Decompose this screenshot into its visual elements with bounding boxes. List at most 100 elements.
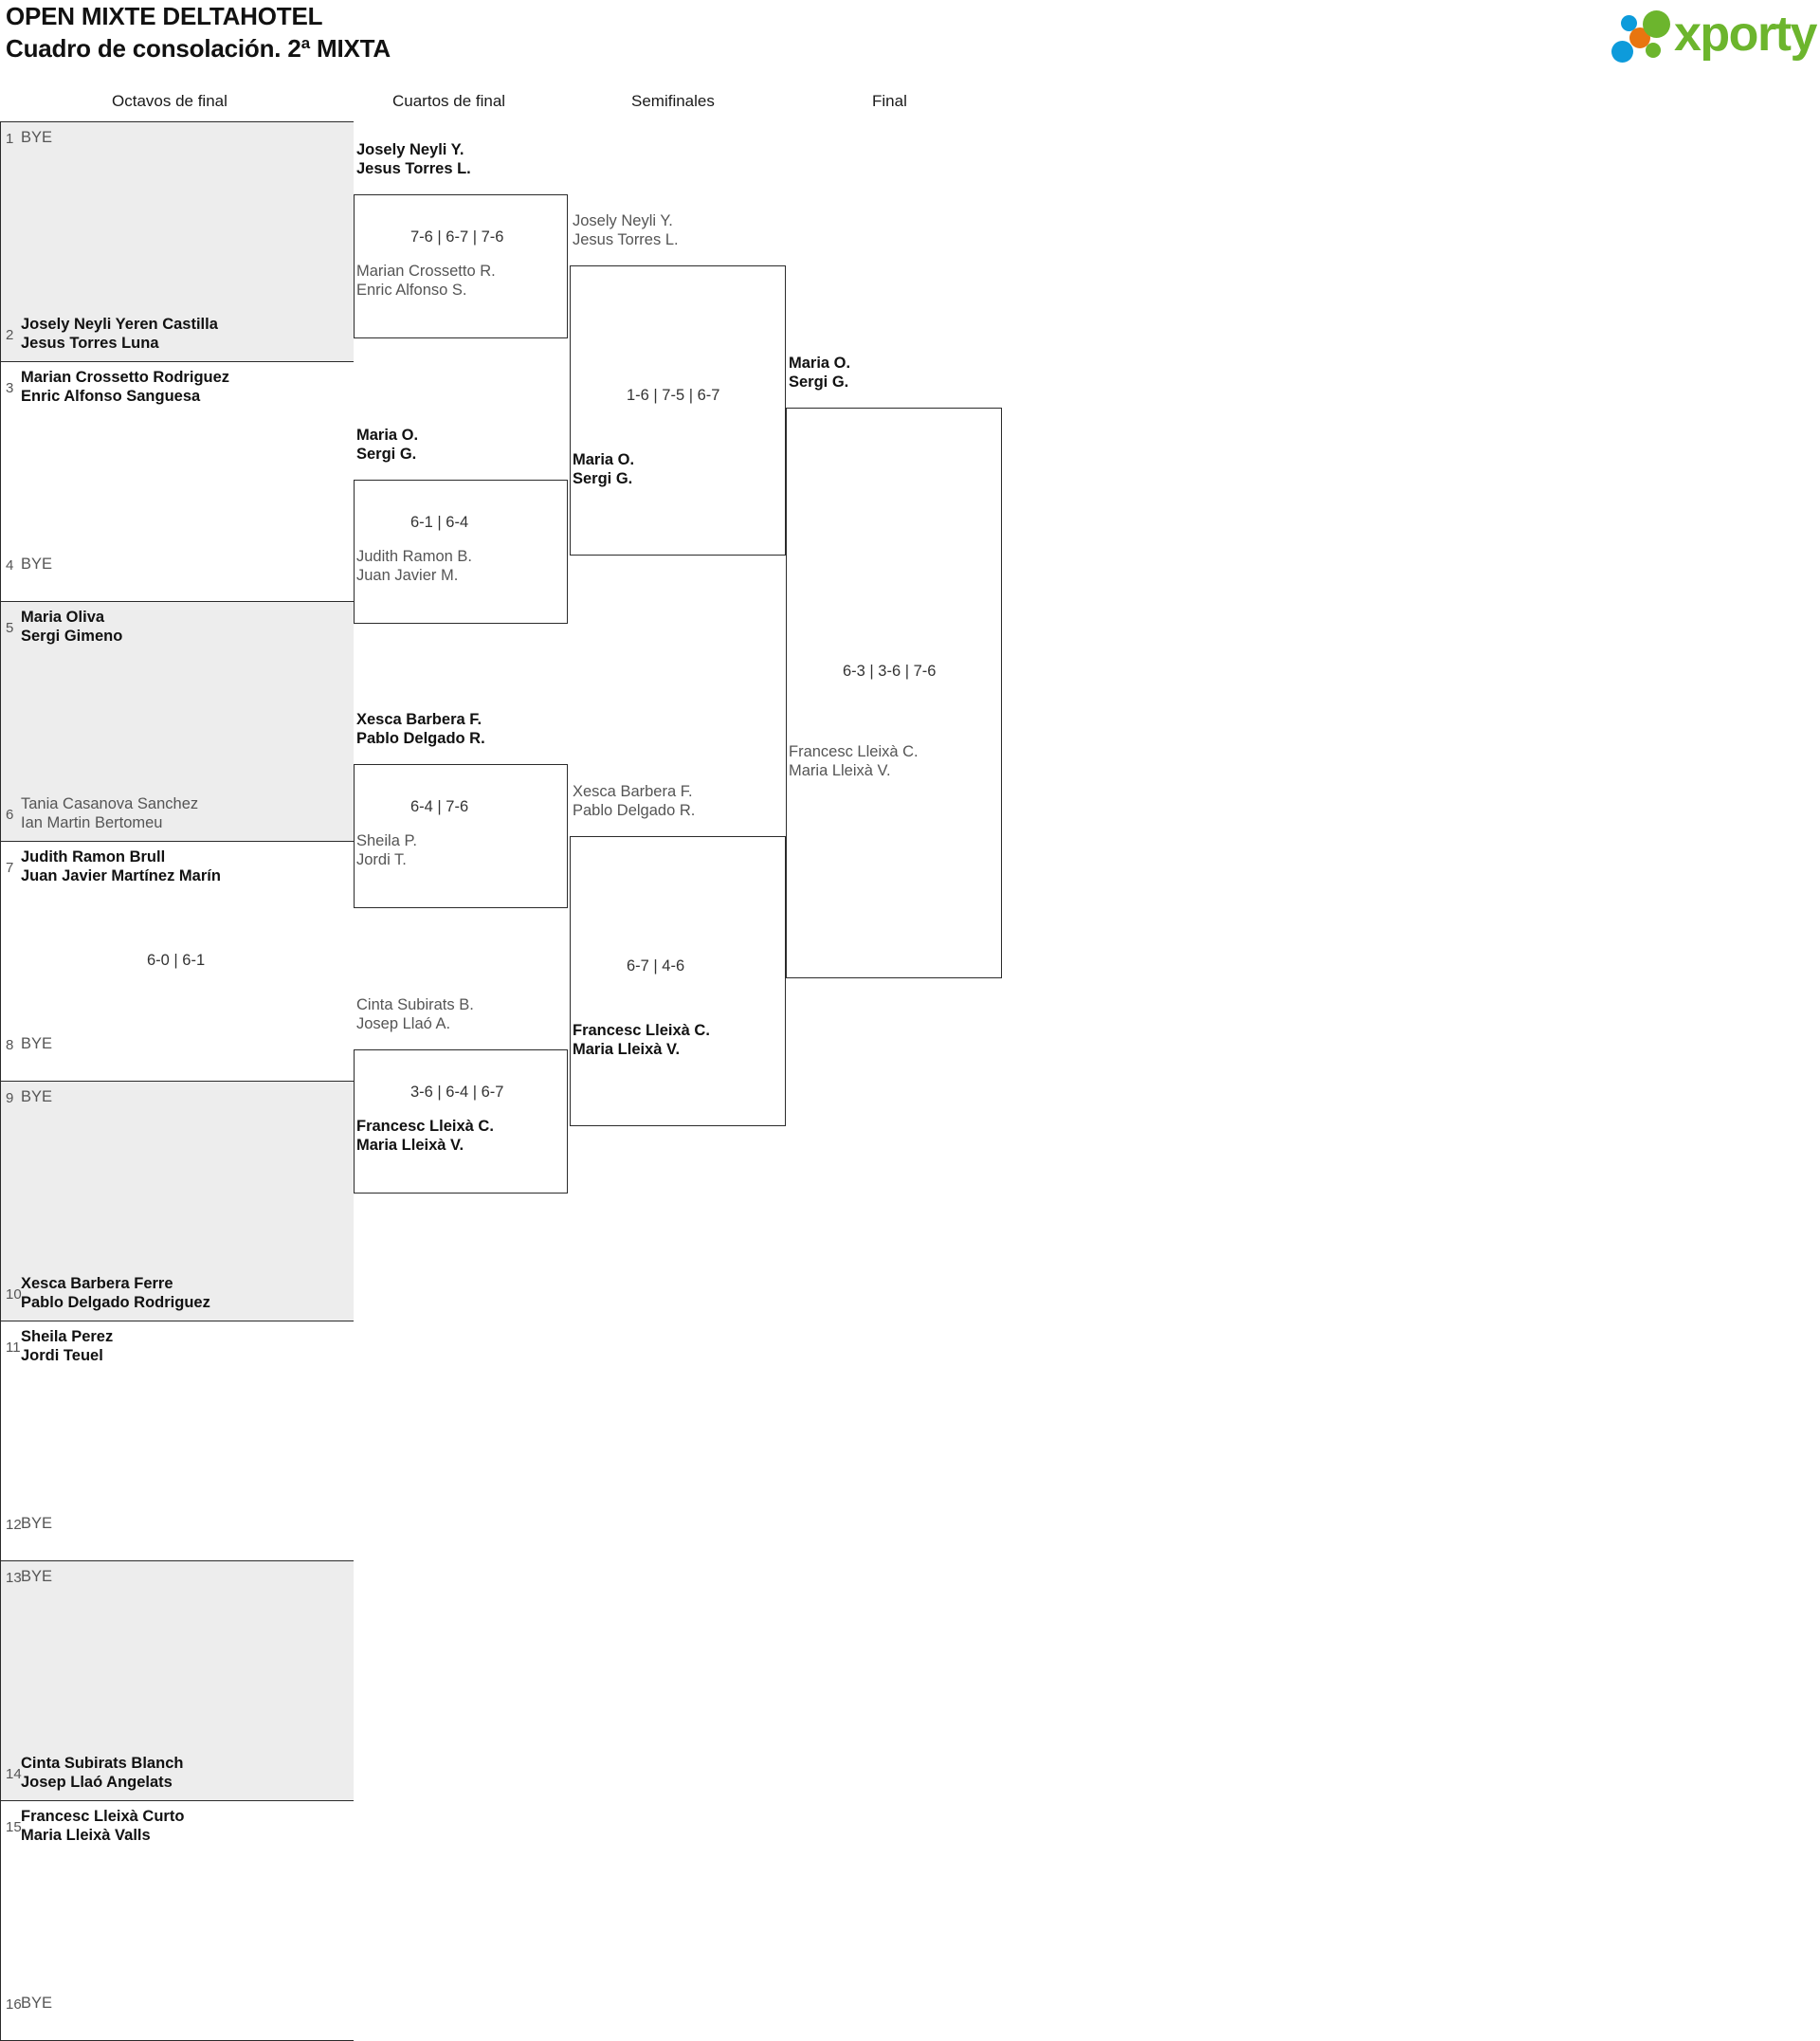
- round1-left-border: [0, 841, 1, 1081]
- round1-block-top-border: [0, 121, 354, 122]
- round1-match-block: [0, 361, 354, 601]
- round3-match1-score: 1-6 | 7-5 | 6-7: [627, 387, 720, 404]
- team-player-1: Josely Neyli Yeren Castilla: [21, 316, 218, 333]
- team-player-1: Cinta Subirats B.: [356, 996, 474, 1013]
- team-player-2: Josep Llaó A.: [356, 1014, 451, 1032]
- team-player-2: Juan Javier M.: [356, 566, 459, 584]
- round1-block-top-border: [0, 361, 354, 362]
- round2-match3-score: 6-4 | 7-6: [410, 798, 469, 815]
- team-player-2: Sergi Gimeno: [21, 627, 123, 645]
- seed-number: 10: [6, 1286, 22, 1303]
- team-player-2: Enric Alfonso Sanguesa: [21, 387, 201, 405]
- round3-match2-score: 6-7 | 4-6: [627, 957, 685, 975]
- tournament-title: OPEN MIXTE DELTAHOTEL: [6, 2, 323, 30]
- team-player-2: Pablo Delgado R.: [356, 729, 485, 747]
- xporty-logo[interactable]: xporty: [1611, 7, 1817, 63]
- round3-match1-team-bottom: Maria O.Sergi G.: [573, 451, 634, 488]
- bye-label: BYE: [21, 129, 53, 146]
- bye-label: BYE: [21, 1088, 53, 1105]
- team-player-2: Maria Lleixà V.: [789, 761, 891, 779]
- team-player-1: Francesc Lleixà Curto: [21, 1808, 185, 1825]
- team-player-2: Jordi Teuel: [21, 1346, 103, 1364]
- round2-match3-connector: [354, 764, 568, 908]
- logo-dot-blue-small: [1621, 15, 1637, 31]
- round2-match1-score: 7-6 | 6-7 | 7-6: [410, 228, 504, 246]
- round2-match3-team-top: Xesca Barbera F.Pablo Delgado R.: [356, 711, 485, 748]
- round1-match-block: [0, 121, 354, 361]
- round3-match1-team-top: Josely Neyli Y.Jesus Torres L.: [573, 212, 679, 249]
- round3-match1-connector: [570, 265, 786, 556]
- team-player-2: Pablo Delgado R.: [573, 801, 696, 819]
- seed-number: 3: [6, 380, 14, 396]
- round2-match2-team-bottom: Judith Ramon B.Juan Javier M.: [356, 548, 472, 585]
- logo-dot-blue-large: [1611, 41, 1633, 63]
- bye-label: BYE: [21, 1035, 53, 1052]
- team-player-1: Maria Oliva: [21, 609, 105, 626]
- team-player-1: Cinta Subirats Blanch: [21, 1755, 184, 1772]
- seed-number: 7: [6, 860, 14, 876]
- round-header-1: Octavos de final: [112, 92, 228, 110]
- team-player-1: Judith Ramon B.: [356, 548, 472, 565]
- round1-left-border: [0, 1800, 1, 2040]
- round2-match3-team-bottom: Sheila P.Jordi T.: [356, 832, 417, 869]
- round2-match1-connector: [354, 194, 568, 338]
- round-header-2: Cuartos de final: [392, 92, 506, 110]
- round1-left-border: [0, 121, 1, 361]
- seed-number: 1: [6, 131, 14, 147]
- team-player-1: Tania Casanova Sanchez: [21, 795, 199, 812]
- team-player-2: Maria Lleixà V.: [356, 1136, 464, 1154]
- round1-block-top-border: [0, 1800, 354, 1801]
- team-player-1: Sheila P.: [356, 832, 417, 849]
- round2-match4-score: 3-6 | 6-4 | 6-7: [410, 1084, 504, 1101]
- round1-match-block: [0, 1081, 354, 1321]
- bye-label: BYE: [21, 1568, 53, 1585]
- bye-label: BYE: [21, 556, 53, 573]
- seed-number: 5: [6, 620, 14, 636]
- seed-number: 4: [6, 557, 14, 574]
- page-subtitle: Cuadro de consolación. 2ª MIXTA: [6, 34, 391, 63]
- round1-score: 6-0 | 6-1: [147, 951, 206, 969]
- round1-left-border: [0, 1321, 1, 1560]
- team-player-1: Judith Ramon Brull: [21, 848, 166, 866]
- team-player-1: Marian Crossetto R.: [356, 263, 496, 280]
- page-header: OPEN MIXTE DELTAHOTEL Cuadro de consolac…: [0, 0, 1820, 90]
- seed-number: 8: [6, 1037, 14, 1053]
- round1-block-top-border: [0, 1081, 354, 1082]
- team-player-1: Xesca Barbera F.: [573, 783, 693, 800]
- team-player-2: Sergi G.: [789, 373, 849, 391]
- seed-number: 2: [6, 327, 14, 343]
- title-block: OPEN MIXTE DELTAHOTEL Cuadro de consolac…: [6, 0, 391, 64]
- seed-number: 9: [6, 1090, 14, 1106]
- round4-final-team-bottom: Francesc Lleixà C.Maria Lleixà V.: [789, 743, 919, 780]
- team-player-1: Xesca Barbera F.: [356, 711, 482, 728]
- team-player-2: Pablo Delgado Rodriguez: [21, 1293, 210, 1311]
- round1-left-border: [0, 361, 1, 601]
- team-player-2: Maria Lleixà V.: [573, 1040, 681, 1058]
- team-player-2: Jesus Torres L.: [356, 159, 471, 177]
- team-player-1: Maria O.: [789, 355, 851, 372]
- round1-left-border: [0, 1560, 1, 1800]
- team-player-1: Josely Neyli Y.: [573, 212, 673, 229]
- team-player-1: Maria O.: [573, 451, 635, 468]
- team-player-2: Jesus Torres L.: [573, 230, 679, 248]
- round4-final-connector: [786, 408, 1002, 978]
- logo-dots-icon: [1611, 9, 1680, 63]
- round2-match2-team-top: Maria O.Sergi G.: [356, 427, 418, 464]
- team-player-2: Jesus Torres Luna: [21, 334, 159, 352]
- team-player-2: Enric Alfonso S.: [356, 281, 467, 299]
- round2-match1-team-top: Josely Neyli Y.Jesus Torres L.: [356, 141, 471, 178]
- round2-match2-connector: [354, 480, 568, 624]
- bye-label: BYE: [21, 1515, 53, 1532]
- round1-block-top-border: [0, 841, 354, 842]
- team-player-1: Francesc Lleixà C.: [789, 743, 919, 760]
- round-header-4: Final: [872, 92, 907, 110]
- round2-match1-team-bottom: Marian Crossetto R.Enric Alfonso S.: [356, 263, 496, 300]
